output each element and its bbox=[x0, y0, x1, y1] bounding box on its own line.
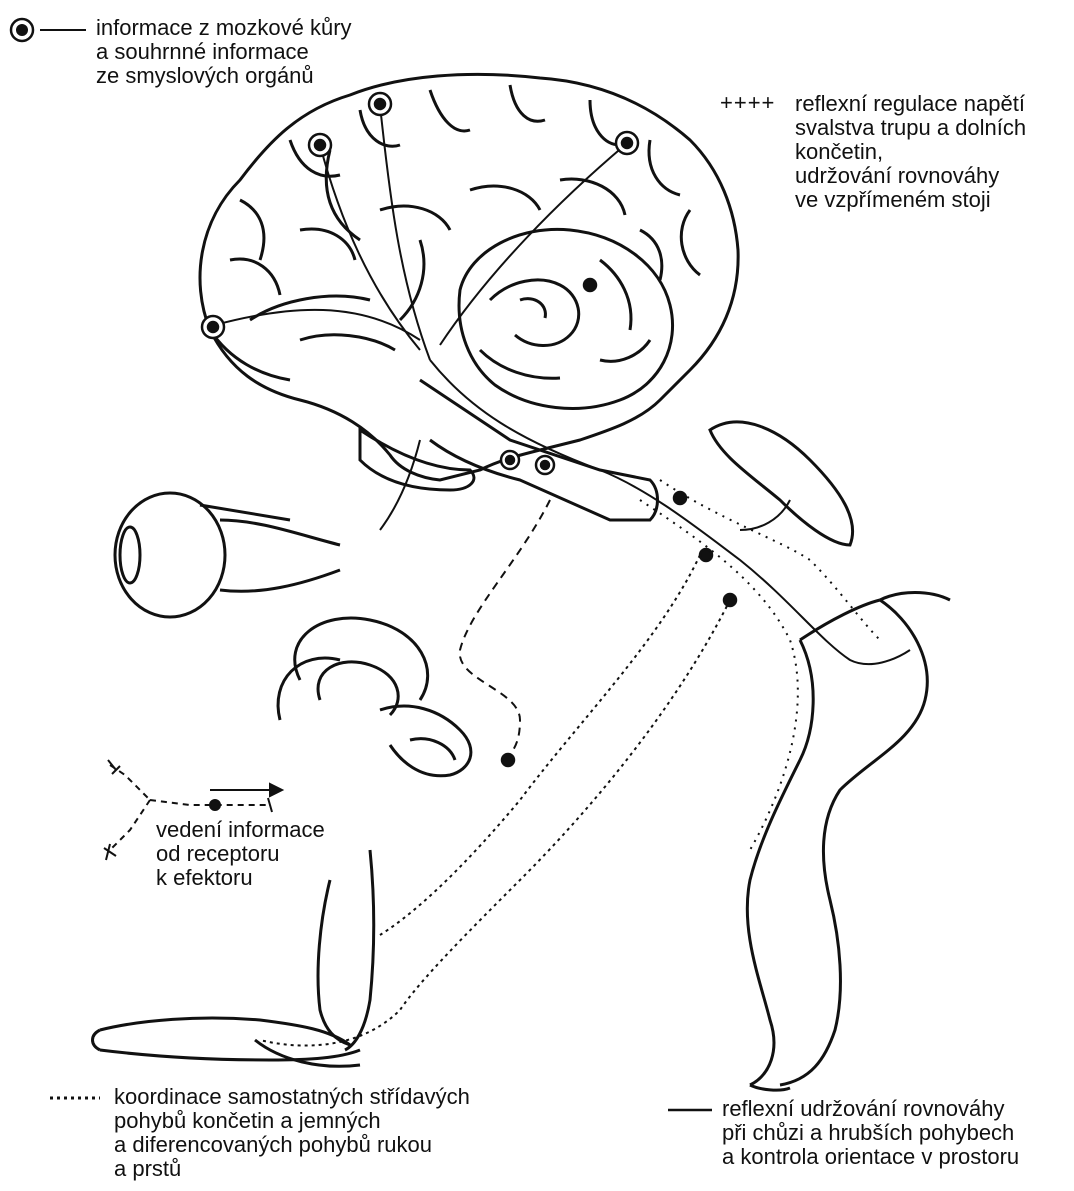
legend-fine-line: pohybů končetin a jemných bbox=[114, 1109, 470, 1133]
legend-fine-line: a prstů bbox=[114, 1157, 470, 1181]
legend-fine-line: koordinace samostatných střídavých bbox=[114, 1085, 470, 1109]
legend-vestibular-line: reflexní regulace napětí bbox=[795, 92, 1026, 116]
legend-cortex-line: ze smyslových orgánů bbox=[96, 64, 352, 88]
cerebellum-illustration bbox=[459, 229, 673, 408]
legend-receptor-text: vedení informace od receptoru k efektoru bbox=[156, 818, 325, 890]
legend-receptor-line: k efektoru bbox=[156, 866, 325, 890]
legend-cortex-text: informace z mozkové kůry a souhrnné info… bbox=[96, 16, 352, 88]
legend-cortex-marker bbox=[11, 19, 86, 41]
legend-vestibular-line: končetin, bbox=[795, 140, 1026, 164]
legend-cortex-line: a souhrnné informace bbox=[96, 40, 352, 64]
pathways bbox=[215, 105, 910, 1046]
legend-vestibular-line: ve vzpřímeném stoji bbox=[795, 188, 1026, 212]
legend-balance-line: reflexní udržování rovnováhy bbox=[722, 1097, 1019, 1121]
node-spinal-3 bbox=[724, 594, 736, 606]
inner-ear-illustration bbox=[278, 618, 471, 776]
legend-vestibular-line: udržování rovnováhy bbox=[795, 164, 1026, 188]
legend-receptor-line: od receptoru bbox=[156, 842, 325, 866]
legend-balance-line: a kontrola orientace v prostoru bbox=[722, 1145, 1019, 1169]
legend-balance-text: reflexní udržování rovnováhy při chůzi a… bbox=[722, 1097, 1019, 1169]
legend-vestibular-line: svalstva trupu a dolních bbox=[795, 116, 1026, 140]
legend-vestibular-text: reflexní regulace napětí svalstva trupu … bbox=[795, 92, 1026, 212]
pathway-nodes bbox=[202, 93, 736, 766]
leg-illustration bbox=[747, 593, 950, 1091]
legend-balance-line: při chůzi a hrubších pohybech bbox=[722, 1121, 1019, 1145]
node-spinal-2 bbox=[700, 549, 712, 561]
legend-fine-line: a diferencovaných pohybů rukou bbox=[114, 1133, 470, 1157]
eye-illustration bbox=[115, 493, 340, 617]
thigh-muscle-illustration bbox=[710, 422, 853, 545]
node-spinal-1 bbox=[674, 492, 686, 504]
legend-vestibular-marker: ++++ bbox=[720, 90, 775, 116]
node-ear bbox=[502, 754, 514, 766]
legend-receptor-line: vedení informace bbox=[156, 818, 325, 842]
legend-cortex-line: informace z mozkové kůry bbox=[96, 16, 352, 40]
legend-fine-text: koordinace samostatných střídavých pohyb… bbox=[114, 1085, 470, 1181]
node-cerebellum bbox=[584, 279, 596, 291]
